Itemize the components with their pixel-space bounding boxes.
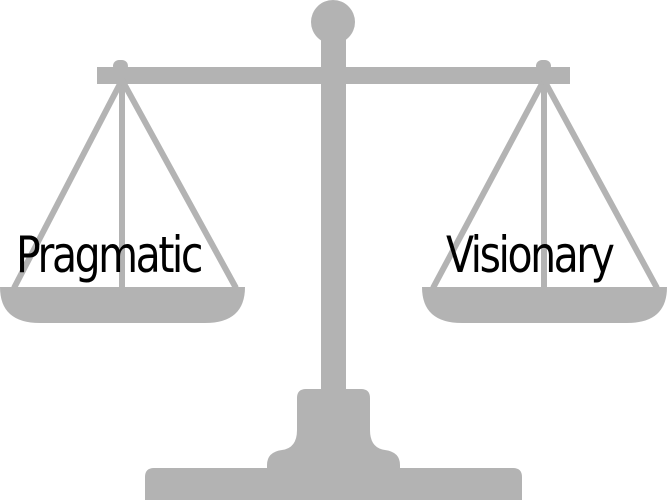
left-pivot (113, 60, 128, 72)
left-pan-strings (11, 78, 239, 290)
right-pan-strings (430, 78, 660, 290)
scale-crossbar (97, 67, 570, 84)
right-pan (422, 287, 667, 323)
left-pan (0, 287, 245, 323)
right-pivot (536, 60, 551, 72)
scale-column (321, 30, 346, 395)
right-pan-label: Visionary (446, 226, 615, 284)
scale-base (145, 389, 522, 500)
left-pan-label: Pragmatic (16, 226, 203, 284)
